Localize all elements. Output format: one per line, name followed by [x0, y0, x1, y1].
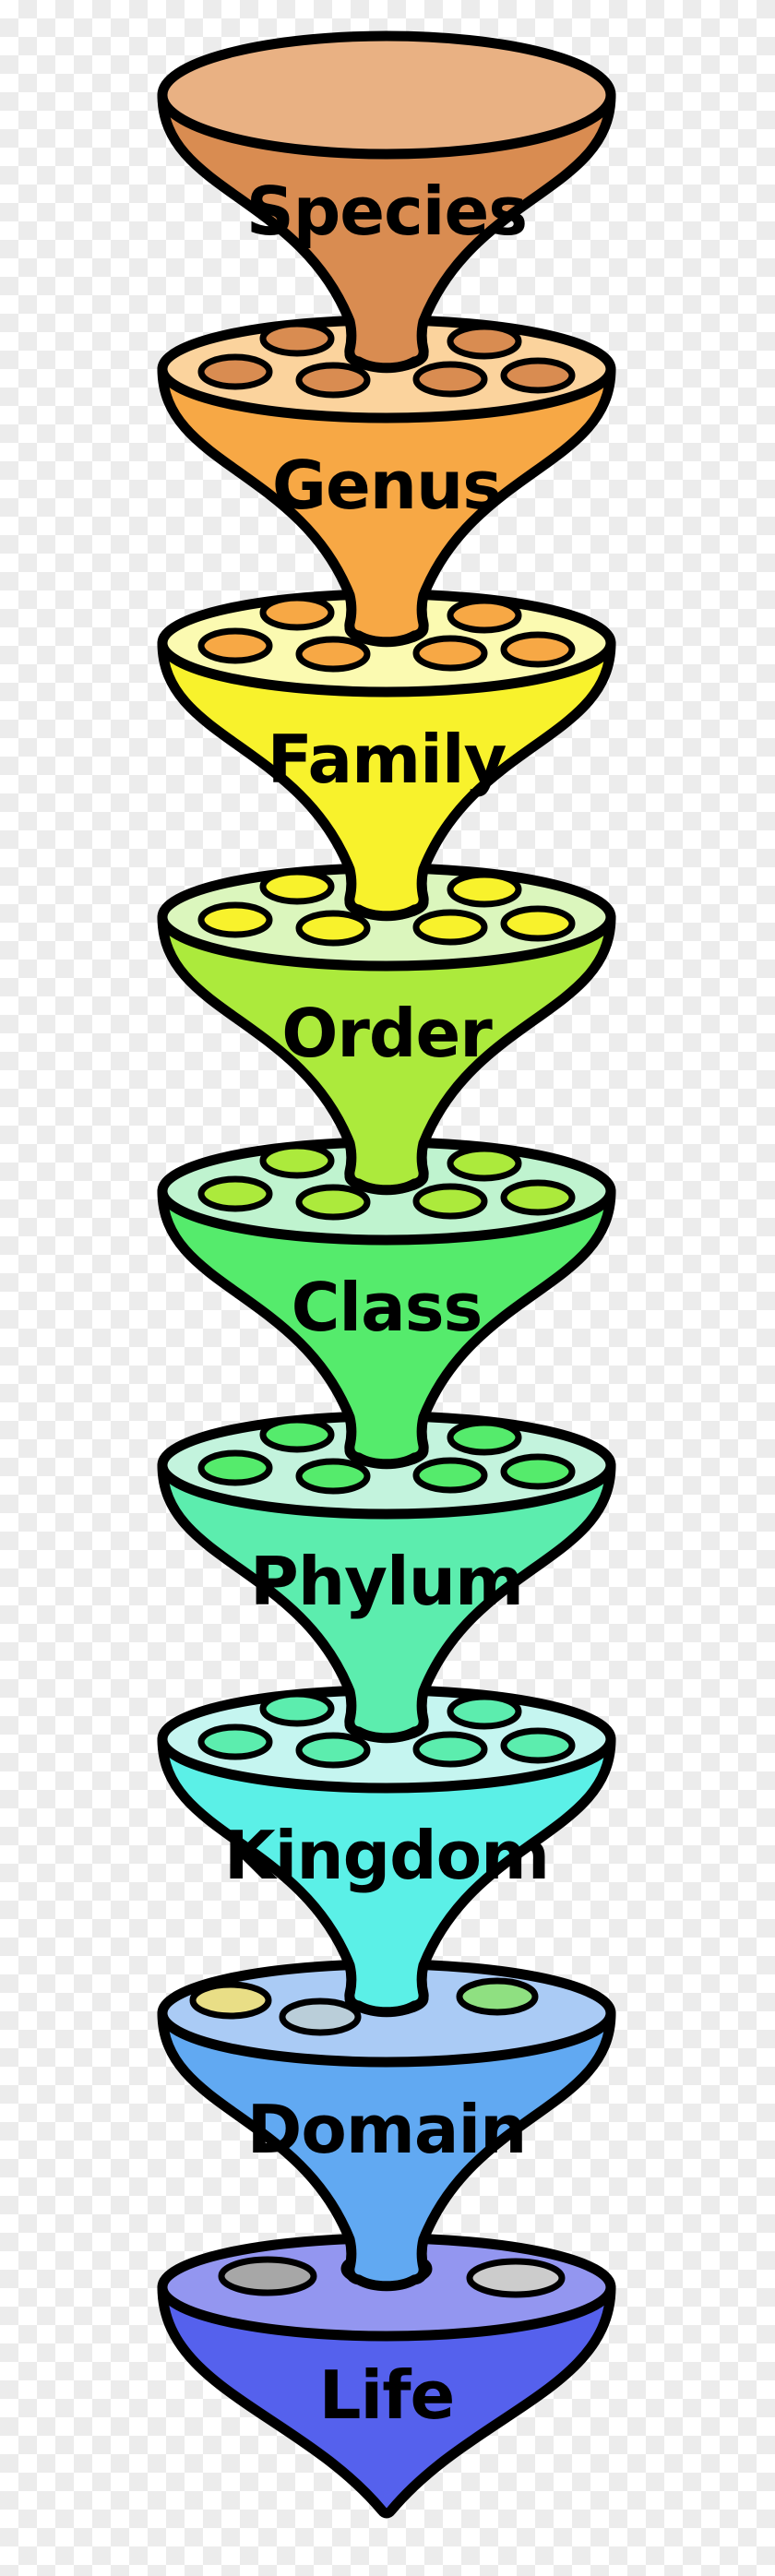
funnel-hole-class-3 [197, 1175, 273, 1212]
funnel-label-class: Class [292, 1269, 483, 1346]
funnel-hole-phylum-2 [447, 1419, 522, 1456]
funnel-hole-genus-1 [259, 320, 335, 357]
funnel-hole-order-2 [447, 871, 522, 908]
funnel-top-surface-species [157, 30, 616, 160]
funnel-hole-order-6 [500, 905, 576, 942]
funnel-hole-family-4 [295, 636, 371, 673]
funnel-hole-order-3 [197, 901, 273, 938]
funnel-hole-genus-2 [447, 323, 522, 360]
funnel-hole-order-1 [259, 868, 335, 905]
funnel-hole-kingdom-1 [259, 1690, 335, 1727]
funnel-hole-genus-5 [412, 361, 488, 398]
funnel-hole-phylum-3 [197, 1449, 273, 1486]
funnel-hole-phylum-4 [295, 1458, 371, 1495]
funnel-hole-class-4 [295, 1184, 371, 1221]
funnel-bowl-order [157, 912, 616, 1196]
funnel-hole-domain-1 [189, 1981, 272, 2020]
funnel-label-domain: Domain [247, 2091, 527, 2168]
funnel-hole-family-2 [447, 597, 522, 634]
funnel-hole-life-1 [218, 2256, 317, 2296]
funnel-label-genus: Genus [272, 447, 501, 524]
funnel-bowl-class [157, 1186, 616, 1470]
funnel-label-kingdom: Kingdom [224, 1817, 549, 1894]
funnel-hole-class-6 [500, 1179, 576, 1216]
funnel-hole-order-5 [412, 909, 488, 946]
funnel-hole-life-2 [466, 2258, 566, 2298]
funnel-hole-phylum-6 [500, 1453, 576, 1490]
funnel-label-order: Order [281, 995, 493, 1072]
funnel-hole-family-3 [197, 627, 273, 664]
funnel-hole-kingdom-5 [412, 1731, 488, 1768]
funnel-bowl-domain [157, 2008, 616, 2292]
funnel-hole-genus-4 [295, 362, 371, 399]
funnel-bowl-species [157, 89, 616, 374]
funnel-label-phylum: Phylum [250, 1543, 523, 1620]
funnel-label-species: Species [246, 173, 527, 250]
funnel-hole-genus-6 [500, 357, 576, 394]
funnel-hole-class-2 [447, 1145, 522, 1182]
funnel-hole-kingdom-6 [500, 1727, 576, 1764]
funnel-hole-kingdom-3 [197, 1723, 273, 1760]
funnel-hole-kingdom-2 [447, 1693, 522, 1730]
funnel-hole-family-6 [500, 631, 576, 668]
funnel-label-life: Life [319, 2356, 455, 2434]
funnel-hole-class-1 [259, 1142, 335, 1179]
funnel-label-family: Family [268, 721, 507, 798]
funnel-hole-family-1 [259, 594, 335, 631]
funnel-hole-domain-3 [456, 1977, 539, 2016]
funnel-hole-domain-2 [279, 1998, 362, 2036]
funnel-species: Species [157, 30, 616, 374]
funnel-bowl-life [157, 2282, 616, 2519]
funnel-hole-phylum-1 [259, 1416, 335, 1453]
funnel-hole-phylum-5 [412, 1457, 488, 1494]
funnel-bowl-family [157, 638, 616, 922]
funnel-bowl-phylum [157, 1460, 616, 1744]
funnel-domain: Domain [157, 1959, 616, 2292]
funnel-bowl-kingdom [157, 1734, 616, 2018]
funnel-hole-family-5 [412, 635, 488, 672]
funnel-hole-class-5 [412, 1183, 488, 1220]
funnel-hole-genus-3 [197, 353, 273, 390]
funnel-hole-kingdom-4 [295, 1732, 371, 1769]
funnel-hole-order-4 [295, 910, 371, 947]
funnel-bowl-genus [157, 364, 616, 648]
